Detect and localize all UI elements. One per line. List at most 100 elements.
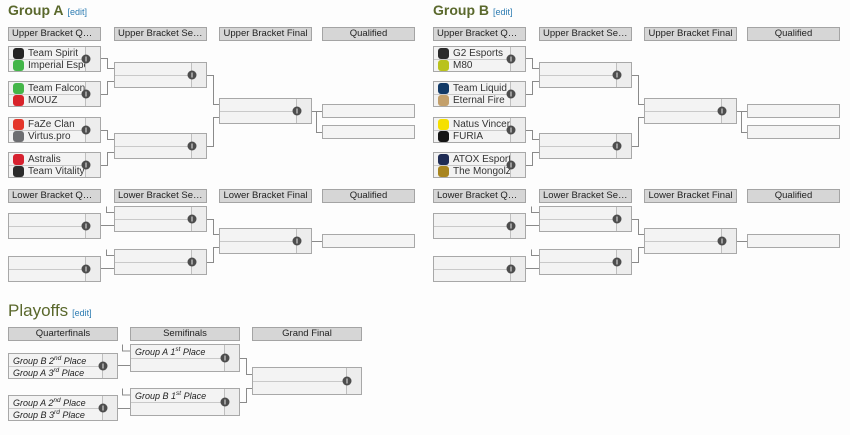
team-name-link[interactable]: Imperial Esports — [28, 60, 100, 71]
team-name-link[interactable]: FURIA — [453, 131, 483, 142]
match-info-icon[interactable] — [187, 141, 197, 151]
atox-esports-logo-icon[interactable] — [438, 153, 449, 165]
match-info-icon[interactable] — [717, 236, 727, 246]
edit-link[interactable]: [edit] — [67, 7, 87, 17]
natus-vincere-logo-icon[interactable] — [438, 118, 449, 130]
match-ub-qf3: Natus Vincere FURIA — [433, 117, 526, 143]
team-name-link[interactable]: Natus Vincere — [453, 118, 516, 130]
team-row: Team Vitality — [9, 165, 100, 177]
column-header-grand-final: Grand Final — [252, 327, 362, 341]
furia-logo-icon[interactable] — [438, 131, 449, 142]
column-header-lb-final: Lower Bracket Final — [644, 189, 737, 203]
column-header-lb-semifinal: Lower Bracket Semifinal — [114, 189, 207, 203]
match-info-icon[interactable] — [506, 264, 516, 274]
qualified-slot — [322, 104, 415, 118]
empty-slot — [253, 381, 361, 394]
match-info-icon[interactable] — [81, 221, 91, 231]
team-liquid-logo-icon[interactable] — [438, 82, 449, 94]
seed-label: Group A 2nd Place — [13, 396, 86, 408]
match-ub-qf4: ATOX Esports The MongolZ — [433, 152, 526, 178]
team-spirit-logo-icon[interactable] — [13, 47, 24, 59]
match-info-icon[interactable] — [612, 257, 622, 267]
g2-esports-logo-icon[interactable] — [438, 47, 449, 59]
match-lb-final — [219, 228, 312, 254]
mouz-logo-icon[interactable] — [13, 95, 24, 106]
virtus-pro-logo-icon[interactable] — [13, 131, 24, 142]
match-info-icon[interactable] — [342, 376, 352, 386]
match-ub-sf1 — [539, 62, 632, 88]
match-info-icon[interactable] — [292, 106, 302, 116]
faze-clan-logo-icon[interactable] — [13, 118, 24, 130]
team-name-link[interactable]: Team Liquid — [453, 82, 507, 94]
team-name-link[interactable]: FaZe Clan — [28, 118, 75, 130]
astralis-logo-icon[interactable] — [13, 153, 24, 165]
team-name-link[interactable]: Virtus.pro — [28, 131, 71, 142]
team-name-link[interactable]: Astralis — [28, 153, 61, 165]
seed-row: Group B 3rd Place — [9, 408, 117, 420]
qualified-slot — [747, 104, 840, 118]
team-name-link[interactable]: Team Falcons — [28, 82, 91, 94]
team-vitality-logo-icon[interactable] — [13, 166, 24, 177]
match-info-icon[interactable] — [220, 397, 230, 407]
match-info-icon[interactable] — [506, 125, 516, 135]
match-info-icon[interactable] — [612, 214, 622, 224]
match-info-icon[interactable] — [98, 403, 108, 413]
edit-link[interactable]: [edit] — [493, 7, 513, 17]
match-info-icon[interactable] — [506, 89, 516, 99]
m80-logo-icon[interactable] — [438, 60, 449, 71]
match-info-icon[interactable] — [187, 214, 197, 224]
section-title-text: Group B — [433, 2, 489, 18]
column-header-ub-final: Upper Bracket Final — [644, 27, 737, 41]
match-info-icon[interactable] — [506, 221, 516, 231]
team-name-link[interactable]: MOUZ — [28, 95, 58, 106]
match-info-icon[interactable] — [81, 125, 91, 135]
group-b-section: Group B [edit] Upper Bracket Quarterfinal… — [425, 0, 850, 300]
column-header-ub-quarterfinals: Upper Bracket Quarterfinals — [433, 27, 526, 41]
match-info-icon[interactable] — [81, 264, 91, 274]
eternal-fire-logo-icon[interactable] — [438, 95, 449, 106]
match-playoff-qf1: Group B 2nd Place Group A 3rd Place — [8, 353, 118, 379]
match-info-icon[interactable] — [506, 54, 516, 64]
match-info-icon[interactable] — [187, 257, 197, 267]
match-ub-qf4: Astralis Team Vitality — [8, 152, 101, 178]
team-name-link[interactable]: ATOX Esports — [453, 153, 516, 165]
match-info-icon[interactable] — [292, 236, 302, 246]
seed-label: Group B 2nd Place — [13, 354, 87, 366]
match-lb-qf2 — [8, 256, 101, 282]
match-lb-sf1 — [114, 206, 207, 232]
column-header-qualified: Qualified — [322, 189, 415, 203]
match-info-icon[interactable] — [81, 160, 91, 170]
match-info-icon[interactable] — [717, 106, 727, 116]
edit-link[interactable]: [edit] — [72, 308, 92, 318]
team-row: Natus Vincere — [434, 118, 525, 130]
match-info-icon[interactable] — [612, 70, 622, 80]
column-header-ub-final: Upper Bracket Final — [219, 27, 312, 41]
team-name-link[interactable]: Team Spirit — [28, 47, 79, 59]
column-header-quarterfinals: Quarterfinals — [8, 327, 118, 341]
team-row: G2 Esports — [434, 47, 525, 59]
match-info-icon[interactable] — [98, 361, 108, 371]
playoffs-title: Playoffs[edit] — [8, 301, 92, 321]
match-info-icon[interactable] — [506, 160, 516, 170]
seed-row: Group A 3rd Place — [9, 366, 117, 378]
column-header-lb-quarterfinals: Lower Bracket Quarterfinals — [433, 189, 526, 203]
team-name-link[interactable]: The MongolZ — [453, 166, 512, 177]
team-name-link[interactable]: M80 — [453, 60, 473, 71]
team-name-link[interactable]: Team Vitality — [28, 166, 85, 177]
match-info-icon[interactable] — [187, 70, 197, 80]
match-info-icon[interactable] — [81, 54, 91, 64]
team-name-link[interactable]: G2 Esports — [453, 47, 504, 59]
match-info-icon[interactable] — [220, 353, 230, 363]
imperial-esports-logo-icon[interactable] — [13, 60, 24, 71]
match-info-icon[interactable] — [612, 141, 622, 151]
team-row: The MongolZ — [434, 165, 525, 177]
the-mongolz-logo-icon[interactable] — [438, 166, 449, 177]
match-ub-qf2: Team Falcons MOUZ — [8, 81, 101, 107]
match-ub-qf3: FaZe Clan Virtus.pro — [8, 117, 101, 143]
bracket-connectors — [101, 58, 322, 269]
seed-row: Group A 2nd Place — [9, 396, 117, 408]
team-row: Imperial Esports — [9, 59, 100, 71]
team-name-link[interactable]: Eternal Fire — [453, 95, 505, 106]
team-falcons-logo-icon[interactable] — [13, 82, 24, 94]
match-info-icon[interactable] — [81, 89, 91, 99]
